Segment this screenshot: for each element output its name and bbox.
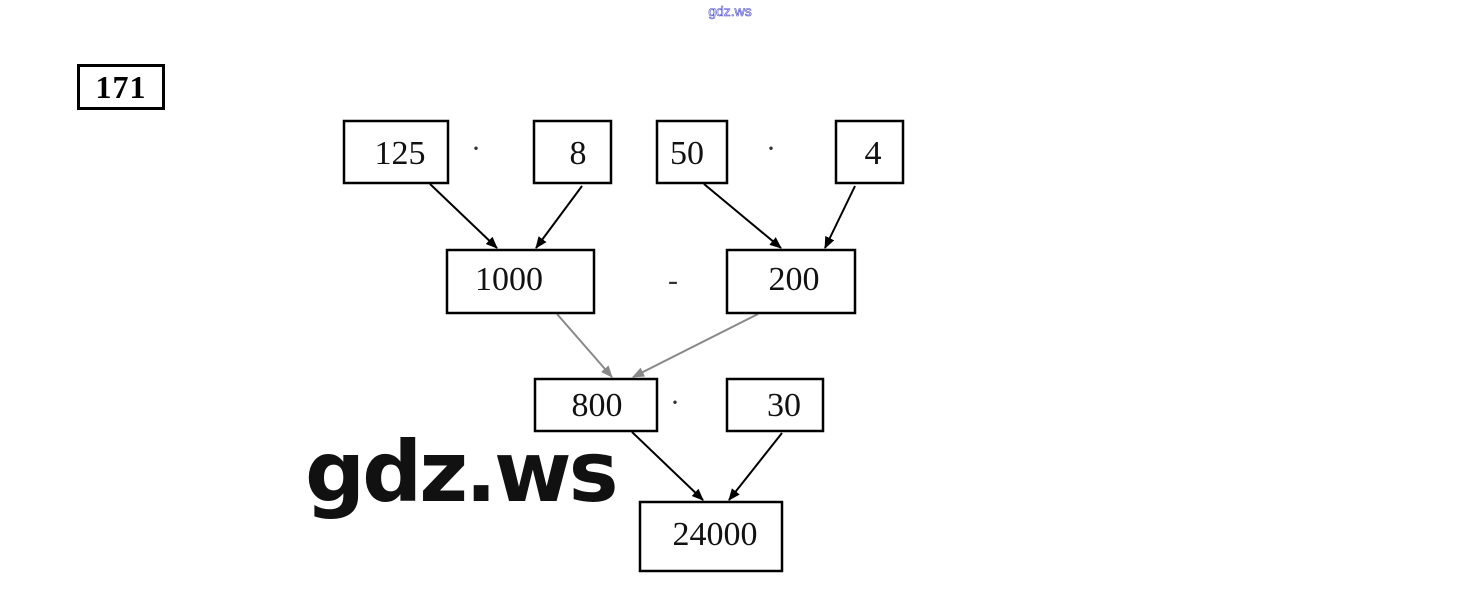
box-8 xyxy=(532,119,613,185)
watermark-top: gdz.ws xyxy=(708,3,752,20)
value-800: 800 xyxy=(572,387,623,424)
arrow-1000-to-800 xyxy=(556,313,613,378)
box-800 xyxy=(533,377,659,433)
task-number: 171 xyxy=(77,64,165,110)
box-50 xyxy=(655,119,729,185)
arrow-4-to-200 xyxy=(824,185,856,249)
arrow-200-to-800 xyxy=(632,313,759,378)
operator-multiply-2: · xyxy=(766,132,776,165)
value-50: 50 xyxy=(670,135,704,172)
value-125: 125 xyxy=(375,135,426,172)
watermark-large: gdz.ws xyxy=(305,423,619,521)
value-200: 200 xyxy=(769,261,820,298)
arrow-125-to-1000 xyxy=(429,183,498,249)
box-200 xyxy=(725,248,857,315)
operator-multiply-1: · xyxy=(471,132,481,165)
operator-subtract: - xyxy=(668,264,678,297)
box-125 xyxy=(342,119,450,185)
value-1000: 1000 xyxy=(475,261,543,298)
value-4: 4 xyxy=(865,135,882,172)
arrow-50-to-200 xyxy=(703,183,782,249)
box-24000 xyxy=(638,500,784,573)
box-30 xyxy=(725,377,825,433)
value-24000: 24000 xyxy=(673,516,758,553)
box-1000 xyxy=(445,248,596,315)
value-8: 8 xyxy=(570,135,587,172)
value-30: 30 xyxy=(767,387,801,424)
arrow-800-to-24000 xyxy=(631,431,704,501)
box-4 xyxy=(834,119,905,185)
arrow-8-to-1000 xyxy=(535,185,583,249)
arrow-30-to-24000 xyxy=(728,432,783,501)
operator-multiply-3: · xyxy=(670,386,680,419)
